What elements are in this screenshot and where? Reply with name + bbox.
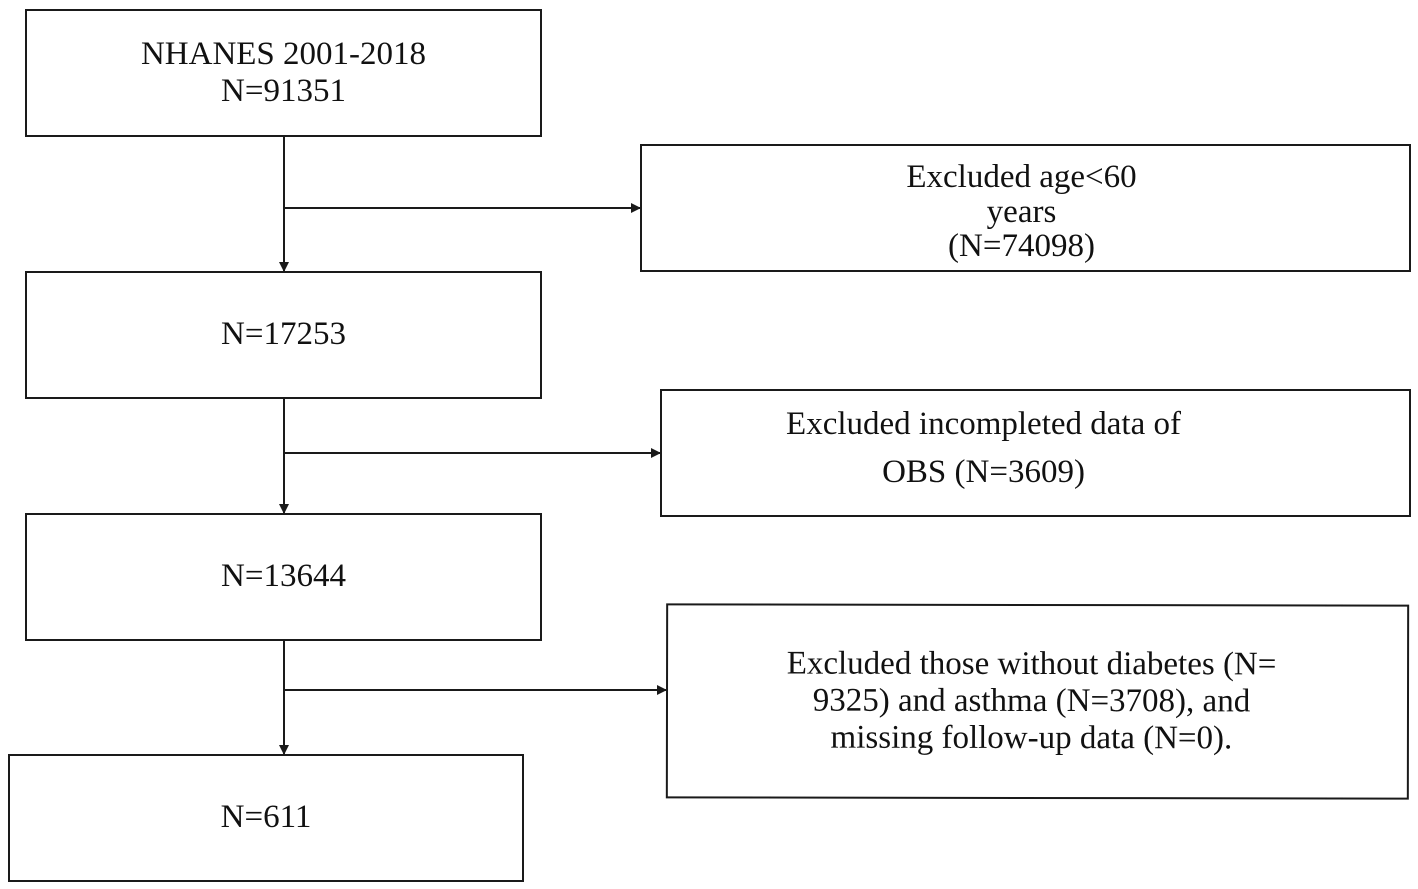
excl-age-line3: (N=74098) [948, 228, 1095, 265]
excl-disease-line2: 9325) and asthma (N=3708), and [812, 682, 1251, 720]
start-count: N=91351 [221, 73, 346, 109]
box-excluded-age: Excluded age<60 years (N=74098) [640, 144, 1411, 272]
box-excluded-obs: Excluded incompleted data of OBS (N=3609… [660, 389, 1411, 517]
box-step3-count: N=13644 [25, 513, 542, 641]
box-step2-count: N=17253 [25, 271, 542, 399]
excl-disease-line1: Excluded those without diabetes (N= [786, 645, 1277, 682]
final-count: N=611 [220, 799, 312, 836]
box-final-count: N=611 [8, 754, 524, 882]
excl-obs-line2: OBS (N=3609) [882, 453, 1085, 490]
box-nhanes-start: NHANES 2001-2018 N=91351 [25, 9, 542, 137]
excl-obs-line1: Excluded incompleted data of [786, 406, 1181, 442]
box-excluded-disease: Excluded those without diabetes (N= 9325… [665, 603, 1410, 800]
excl-age-line1: Excluded age<60 [906, 159, 1137, 195]
excl-disease-line3: missing follow-up data (N=0). [830, 719, 1233, 757]
step3-count: N=13644 [221, 558, 346, 595]
step2-count: N=17253 [221, 316, 346, 353]
excl-age-line2: years [986, 193, 1057, 230]
start-title: NHANES 2001-2018 [140, 35, 427, 72]
